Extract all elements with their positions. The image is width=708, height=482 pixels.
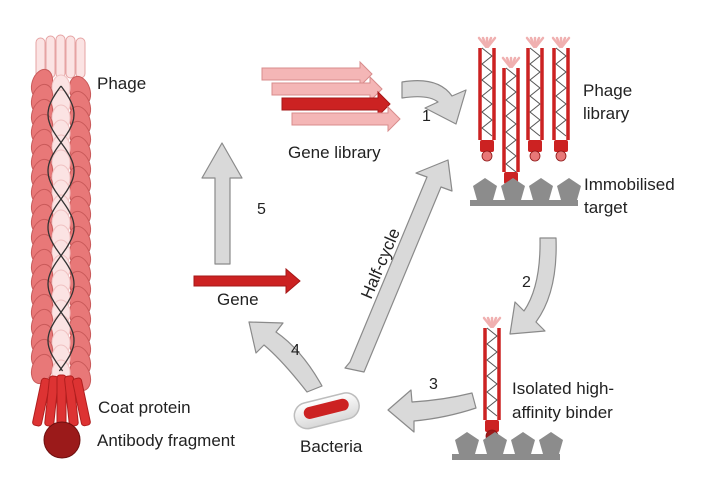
phage-library-illustration — [477, 36, 571, 195]
step-5-number: 5 — [257, 201, 266, 218]
step-3-arrow — [387, 389, 477, 433]
coat-protein-label: Coat protein — [98, 398, 191, 417]
phage-dna — [505, 67, 517, 173]
phage-tail — [554, 140, 568, 152]
small-phage — [501, 56, 521, 195]
phage-tip — [533, 36, 545, 50]
phage-tip — [490, 316, 502, 330]
immobilised-label-line1: Immobilised — [584, 175, 675, 194]
step-5-arrow — [201, 142, 243, 265]
phage-antibody — [529, 150, 541, 162]
step-4-number: 4 — [291, 342, 300, 359]
antibody-fragment-label: Antibody fragment — [97, 431, 235, 450]
phage-tail — [485, 420, 499, 432]
phage-dna — [481, 47, 493, 137]
phage-tip — [509, 56, 521, 70]
binder-target — [452, 432, 563, 460]
small-phage — [525, 36, 545, 162]
bacteria-label: Bacteria — [300, 437, 363, 456]
step-1-arrow — [401, 80, 467, 125]
phage-dna — [529, 47, 541, 137]
step-2-number: 2 — [522, 274, 531, 291]
phage-tip-proteins — [35, 34, 86, 79]
gene-library-label: Gene library — [288, 143, 381, 162]
half-cycle-arrow — [344, 159, 453, 373]
gene-library-arrows — [261, 60, 401, 133]
phage-tip — [485, 36, 497, 50]
small-phage — [482, 316, 502, 443]
phage-antibody — [555, 150, 567, 162]
phage-tail — [480, 140, 494, 152]
step-2-arrow — [509, 237, 557, 335]
small-phage — [551, 36, 571, 162]
phage-tail — [528, 140, 542, 152]
isolated-binder-illustration — [482, 316, 502, 443]
step-3-number: 3 — [429, 376, 438, 393]
immobilised-label-line2: target — [584, 198, 628, 217]
gene-arrow — [193, 267, 301, 295]
phage-dna — [486, 327, 498, 417]
phage-illustration — [30, 34, 92, 459]
phage-tip — [559, 36, 571, 50]
small-phage — [477, 36, 497, 162]
antibody-fragment-circle — [43, 421, 81, 459]
bacteria-illustration — [293, 392, 360, 430]
coat-protein-tail — [32, 374, 91, 428]
phage-dna-helix — [47, 85, 75, 372]
isolated-binder-label-line2: affinity binder — [512, 403, 613, 422]
step-4-arrow — [248, 321, 323, 393]
phage-label: Phage — [97, 74, 146, 93]
phage-antibody — [481, 150, 493, 162]
phage-dna — [555, 47, 567, 137]
step-1-number: 1 — [422, 108, 431, 125]
coat-protein-segment — [30, 353, 54, 385]
cycle-arrows — [201, 80, 557, 433]
phage-coat-body — [30, 68, 92, 392]
gene-label: Gene — [217, 290, 259, 309]
phage-library-label-line1: Phage — [583, 81, 632, 100]
immobilised-target — [470, 178, 581, 206]
phage-library-label-line2: library — [583, 104, 630, 123]
isolated-binder-label-line1: Isolated high- — [512, 379, 614, 398]
